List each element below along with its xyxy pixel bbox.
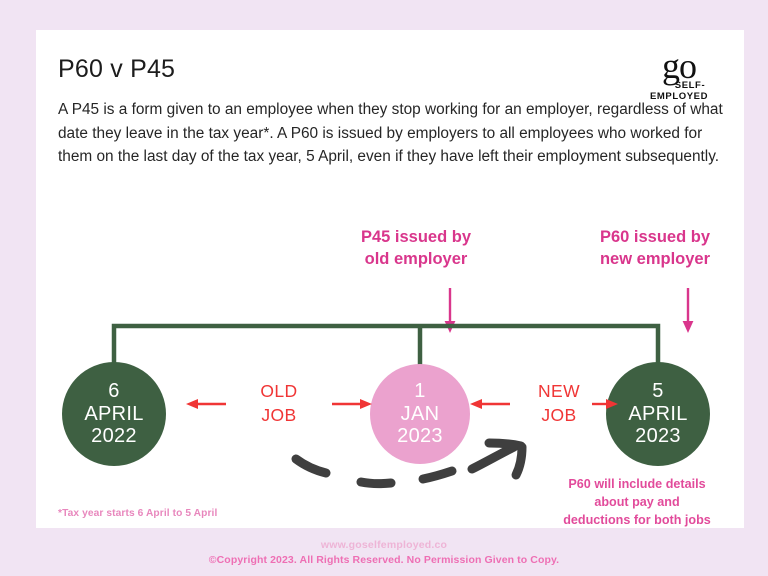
label-old-job: OLD JOB — [260, 381, 298, 425]
note-p60-details: P60 will include details about pay and d… — [563, 477, 711, 527]
node-start-month: APRIL — [84, 402, 144, 425]
brand-logo: go SELF- EMPLOYED — [636, 48, 722, 101]
logo-subtitle-line1: SELF- — [674, 80, 706, 91]
timeline-node-start: 6 APRIL 2022 — [62, 362, 166, 466]
footnote-tax-year: *Tax year starts 6 April to 5 April — [58, 508, 218, 519]
callout-p45-issued: P45 issued by old employer — [360, 228, 472, 269]
timeline-diagram: P45 issued by old employer P60 issued by… — [36, 190, 744, 527]
node-start-day: 6 — [108, 379, 120, 402]
callout-p60-issued: P60 issued by new employer — [599, 228, 711, 269]
footer-website-url: www.goselfemployed.co — [320, 539, 448, 551]
green-bracket-connector — [111, 323, 661, 368]
node-end-month: APRIL — [628, 402, 688, 425]
logo-wordmark: go — [662, 46, 697, 86]
page-footer: www.goselfemployed.co ©Copyright 2023. A… — [0, 539, 768, 566]
timeline-node-middle: 1 JAN 2023 — [370, 364, 470, 464]
label-new-job: NEW JOB — [537, 381, 581, 425]
logo-subtitle-line2: EMPLOYED — [649, 90, 709, 102]
page-title: P60 v P45 — [58, 55, 176, 83]
footer-copyright: ©Copyright 2023. All Rights Reserved. No… — [208, 554, 560, 566]
timeline-node-end: 5 APRIL 2023 — [606, 362, 710, 466]
intro-paragraph: A P45 is a form given to an employee whe… — [58, 101, 723, 166]
down-arrow-icon-p60 — [682, 288, 694, 333]
node-start-year: 2022 — [91, 425, 137, 448]
node-middle-month: JAN — [400, 402, 440, 425]
hand-drawn-dashed-arrow-icon — [291, 438, 527, 489]
node-end-day: 5 — [652, 379, 664, 402]
node-end-year: 2023 — [635, 425, 681, 448]
node-middle-year: 2023 — [397, 425, 443, 448]
infographic-card: P60 v P45 go SELF- EMPLOYED A P45 is a f… — [36, 30, 744, 528]
red-span-arrows — [186, 399, 618, 409]
node-middle-day: 1 — [414, 379, 426, 402]
